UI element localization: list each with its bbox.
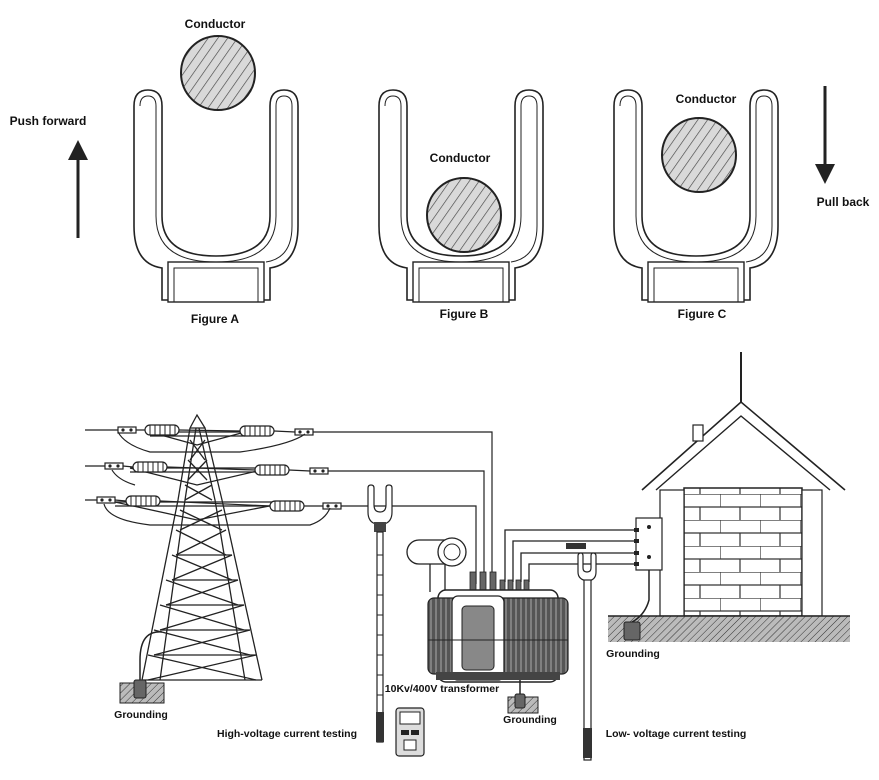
figure-b-caption: Figure B	[440, 307, 489, 321]
figure-c-caption: Figure C	[678, 307, 727, 321]
power-lines	[85, 429, 493, 584]
hatched-conductor-icon	[661, 117, 737, 193]
hatched-conductor-icon	[180, 35, 256, 111]
low-voltage-lines	[504, 529, 640, 582]
arrow-down-icon	[815, 86, 835, 184]
low-voltage-clamp-icon	[577, 552, 597, 761]
figure-a-conductor-label: Conductor	[185, 17, 246, 31]
pull-back-indicator: Pull back	[815, 86, 870, 209]
transformer-grounding: Grounding	[503, 680, 557, 726]
high-voltage-label: High-voltage current testing	[217, 728, 357, 740]
clamp-jaw-icon	[133, 89, 299, 303]
transmission-tower-icon	[114, 413, 291, 681]
figure-b: Conductor Figure B	[378, 89, 544, 321]
hatched-conductor-icon	[426, 177, 502, 253]
figure-c: Conductor Figure C	[613, 89, 779, 321]
house-grounding: Grounding	[606, 570, 660, 660]
transformer-grounding-label: Grounding	[503, 714, 557, 726]
house-grounding-label: Grounding	[606, 648, 660, 660]
tower-grounding: Grounding	[114, 631, 168, 721]
figure-b-conductor-label: Conductor	[430, 151, 491, 165]
figure-a: Conductor Figure A	[133, 17, 299, 326]
push-forward-indicator: Push forward	[10, 114, 88, 238]
low-voltage-label: Low- voltage current testing	[606, 728, 747, 740]
tower-grounding-label: Grounding	[114, 709, 168, 721]
transformer-icon	[406, 537, 569, 683]
arrow-up-icon	[68, 140, 88, 238]
high-voltage-clamp-icon	[367, 484, 393, 743]
clamp-meter-icon	[395, 707, 425, 757]
push-forward-label: Push forward	[10, 114, 87, 128]
pull-back-label: Pull back	[817, 195, 870, 209]
figure-c-conductor-label: Conductor	[676, 92, 737, 106]
transformer-label: 10Kv/400V transformer	[385, 683, 499, 695]
lv-clamp-top	[566, 543, 586, 549]
house-icon	[608, 352, 850, 642]
figure-a-caption: Figure A	[191, 312, 240, 326]
